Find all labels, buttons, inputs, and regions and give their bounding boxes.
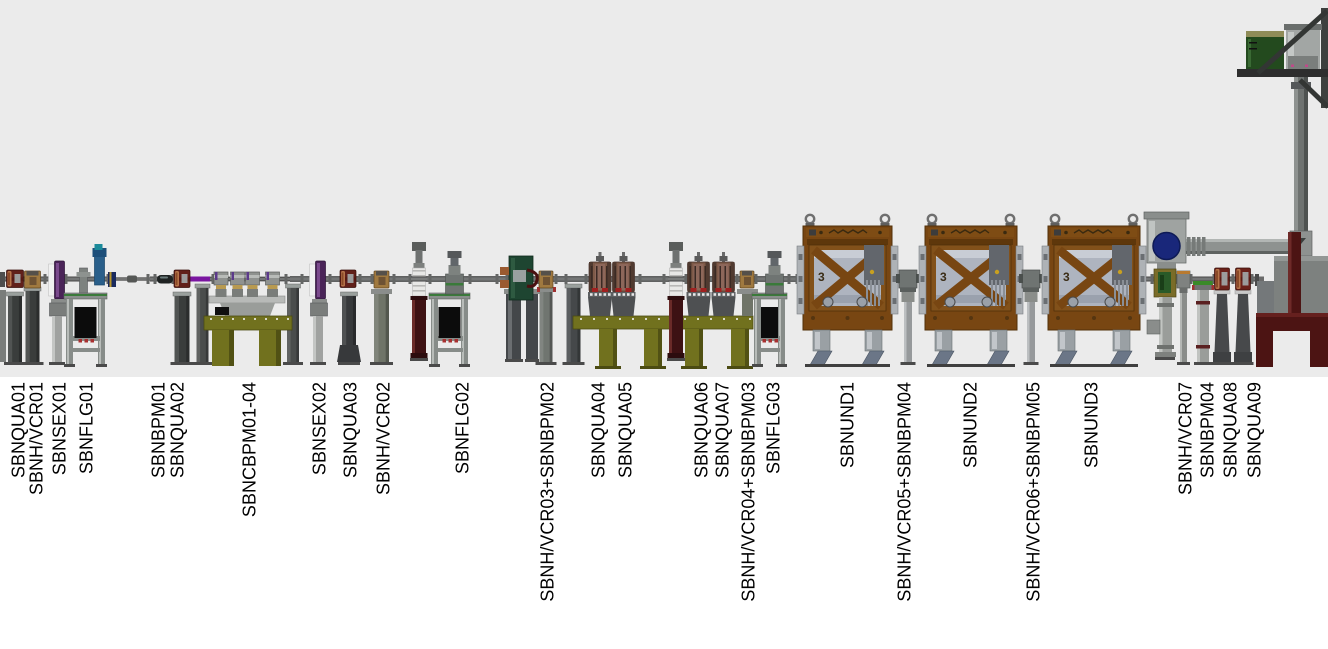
svg-text:SBNSEX01: SBNSEX01	[50, 382, 70, 475]
svg-text:3: 3	[940, 270, 947, 284]
svg-text:SBNQUA04: SBNQUA04	[589, 382, 609, 478]
svg-text:SBNUND2: SBNUND2	[961, 382, 981, 468]
svg-text:SBNH/VCR06+SBNBPM05: SBNH/VCR06+SBNBPM05	[1024, 382, 1044, 602]
svg-text:SBNBPM04: SBNBPM04	[1198, 382, 1218, 478]
svg-text:SBNFLG03: SBNFLG03	[764, 382, 784, 474]
svg-text:3: 3	[818, 270, 825, 284]
svg-text:SBNCBPM01-04: SBNCBPM01-04	[240, 382, 260, 517]
svg-text:3: 3	[1063, 270, 1070, 284]
svg-text:SBNQUA09: SBNQUA09	[1245, 382, 1265, 478]
svg-text:SBNH/VCR07: SBNH/VCR07	[1176, 382, 1196, 495]
svg-text:SBNUND1: SBNUND1	[838, 382, 858, 468]
svg-text:SBNQUA01: SBNQUA01	[9, 382, 29, 478]
svg-text:SBNBPM01: SBNBPM01	[149, 382, 169, 478]
svg-text:SBNH/VCR01: SBNH/VCR01	[27, 382, 47, 495]
svg-text:SBNUND3: SBNUND3	[1082, 382, 1102, 468]
svg-text:SBNH/VCR04+SBNBPM03: SBNH/VCR04+SBNBPM03	[739, 382, 759, 602]
svg-text:SBNQUA08: SBNQUA08	[1221, 382, 1241, 478]
svg-text:SBNQUA07: SBNQUA07	[713, 382, 733, 478]
svg-text:SBNH/VCR03+SBNBPM02: SBNH/VCR03+SBNBPM02	[538, 382, 558, 602]
svg-text:SBNQUA06: SBNQUA06	[692, 382, 712, 478]
svg-text:SBNQUA02: SBNQUA02	[168, 382, 188, 478]
svg-text:SBNQUA03: SBNQUA03	[341, 382, 361, 478]
svg-text:SBNQUA05: SBNQUA05	[616, 382, 636, 478]
svg-text:SBNFLG02: SBNFLG02	[453, 382, 473, 474]
svg-text:SBNSEX02: SBNSEX02	[310, 382, 330, 475]
svg-text:SBNH/VCR02: SBNH/VCR02	[374, 382, 394, 495]
svg-text:SBNFLG01: SBNFLG01	[77, 382, 97, 474]
svg-text:SBNH/VCR05+SBNBPM04: SBNH/VCR05+SBNBPM04	[895, 382, 915, 602]
